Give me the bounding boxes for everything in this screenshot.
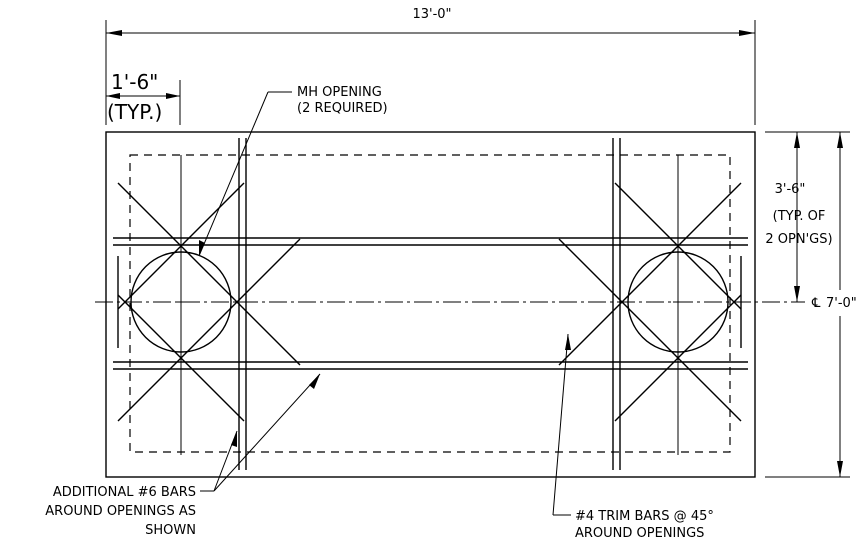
opening-spacing-dimension: 3'-6" (TYP. OF 2 OPN'GS) bbox=[765, 131, 850, 302]
overall-length-dimension: 13'-0" bbox=[105, 7, 756, 125]
left-trim-bars bbox=[117, 182, 301, 422]
horizontal-additional-bars bbox=[113, 237, 748, 370]
slab-outline bbox=[105, 131, 756, 478]
opening-offset-label: 1'-6" bbox=[111, 70, 158, 94]
additional-bars-label-line-2: AROUND OPENINGS AS bbox=[45, 504, 196, 519]
mh-opening-label-line-1: MH OPENING bbox=[297, 85, 382, 100]
opening-offset-note: (TYP.) bbox=[107, 100, 162, 124]
right-trim-bars bbox=[558, 182, 742, 422]
opening-spacing-note-2: 2 OPN'GS) bbox=[765, 232, 832, 247]
right-manhole-opening bbox=[558, 155, 742, 455]
mh-opening-callout: MH OPENING (2 REQUIRED) bbox=[198, 85, 388, 257]
centerline-symbol: ℄ bbox=[811, 296, 821, 311]
reinforcement-mat-outline bbox=[129, 154, 731, 453]
additional-bars-label-line-1: ADDITIONAL #6 BARS bbox=[53, 485, 196, 500]
overall-width-dimension: ℄ 7'-0" bbox=[765, 132, 857, 478]
additional-bars-label-line-3: SHOWN bbox=[145, 523, 196, 538]
opening-spacing-label: 3'-6" bbox=[775, 182, 806, 197]
trim-bars-callout: #4 TRIM BARS @ 45° AROUND OPENINGS bbox=[552, 333, 714, 541]
opening-spacing-note-1: (TYP. OF bbox=[773, 209, 826, 224]
additional-bars-callout: ADDITIONAL #6 BARS AROUND OPENINGS AS SH… bbox=[45, 373, 321, 538]
overall-length-label: 13'-0" bbox=[412, 7, 451, 22]
trim-bars-label-line-2: AROUND OPENINGS bbox=[575, 526, 704, 541]
mh-opening-label-line-2: (2 REQUIRED) bbox=[297, 101, 388, 116]
vertical-additional-bars bbox=[238, 138, 621, 470]
opening-offset-dimension: 1'-6" (TYP.) bbox=[105, 70, 181, 125]
trim-bars-label-line-1: #4 TRIM BARS @ 45° bbox=[575, 509, 714, 524]
overall-width-label: 7'-0" bbox=[826, 296, 857, 311]
left-manhole-opening bbox=[117, 155, 301, 455]
